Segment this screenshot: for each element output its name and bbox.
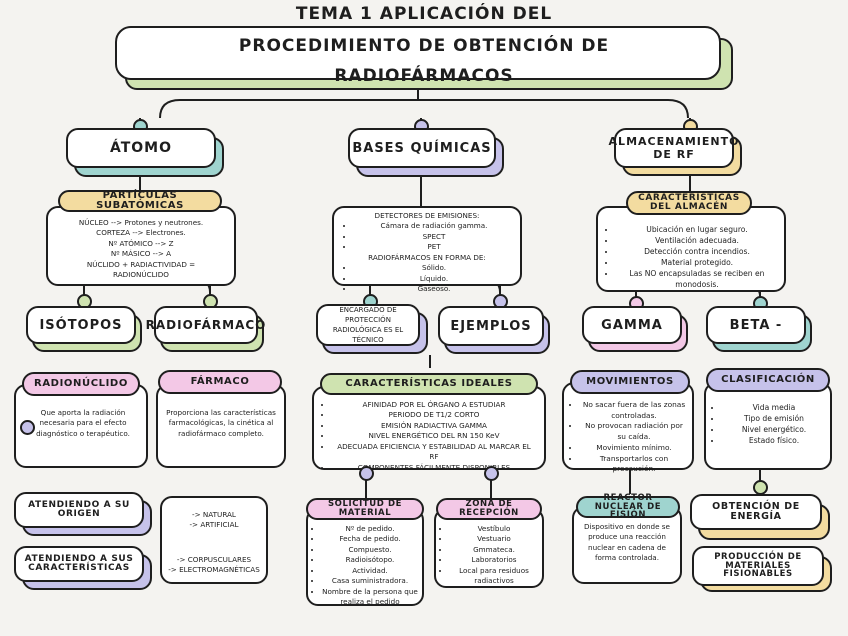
solicitud-item: Radioisótopo.	[322, 555, 418, 565]
ideal-item: AFINIDAD POR EL ÓRGANO A ESTUDIAR	[332, 400, 536, 410]
reactor-text: Dispositivo en donde se produce una reac…	[584, 522, 670, 563]
title-line2: PROCEDIMIENTO DE OBTENCIÓN DE	[238, 36, 610, 56]
energia-label: OBTENCIÓN DE ENERGÍA	[690, 494, 822, 530]
origen-item: -> ARTIFICIAL	[189, 520, 239, 530]
connector-dot	[359, 466, 374, 481]
solicitud-item: Fecha de pedido.	[322, 534, 418, 544]
reactor-box: Dispositivo en donde se produce una reac…	[572, 506, 682, 584]
farmaco-text: Proporciona las características farmacol…	[166, 408, 276, 438]
solicitud-item: Nº de pedido.	[322, 524, 418, 534]
movimiento-item: No provocan radiación por su caída.	[580, 421, 688, 442]
ideal-item: PERIODO DE T1/2 CORTO	[332, 410, 536, 420]
particulas-line: NÚCLEO --> Protones y neutrones.	[78, 218, 204, 227]
solicitud-item: Compuesto.	[322, 545, 418, 555]
radiofarmaco-header: RADIOFÁRMACO	[146, 306, 265, 344]
ideales-box: AFINIDAD POR EL ÓRGANO A ESTUDIAR PERIOD…	[312, 386, 546, 473]
farmaco-label: FÁRMACO	[158, 370, 282, 394]
caract-item: -> CORPUSCULARES	[176, 554, 252, 564]
beta-header: BETA -	[706, 306, 806, 344]
detector-item: PET	[354, 242, 514, 252]
almacen-item: Las NO encapsuladas se reciben en monodo…	[616, 268, 778, 290]
clasificacion-box: Vida media Tipo de emisión Nivel energét…	[704, 382, 832, 470]
almacen-item: Detección contra incendios.	[616, 246, 778, 257]
solicitud-item: Casa suministradora.	[322, 576, 418, 586]
almacen-header: ALMACENAMIENTO DE RF	[609, 128, 738, 168]
title-line3: RADIOFÁRMACOS	[334, 66, 514, 86]
radionuclido-text: Que aporta la radiación necesaria para e…	[36, 408, 130, 438]
particulas-line: Nº MÁSICO --> A	[110, 249, 172, 259]
particulas-line: Nº ATÓMICO --> Z	[108, 238, 174, 248]
radionuclido-label: RADIONÚCLIDO	[22, 372, 140, 396]
caract-label: ATENDIENDO A SUS CARACTERÍSTICAS	[14, 546, 144, 582]
recepcion-label: ZONA DE RECEPCIÓN	[436, 498, 542, 520]
detectores-title: DETECTORES DE EMISIONES:	[374, 211, 480, 220]
movimiento-item: Movimiento mínimo.	[580, 443, 688, 454]
solicitud-item: Nombre de la persona que realiza el pedi…	[322, 587, 418, 608]
clasificacion-item: Tipo de emisión	[722, 413, 826, 424]
clasificacion-item: Nivel energético.	[722, 424, 826, 435]
recepcion-box: Vestíbulo Vestuario Gmmateca. Laboratori…	[434, 508, 544, 588]
isotopos-header: ISÓTOPOS	[26, 306, 136, 344]
ideal-item: EMISIÓN RADIACTIVA GAMMA	[332, 421, 536, 431]
solicitud-box: Nº de pedido. Fecha de pedido. Compuesto…	[306, 508, 424, 606]
almacen-item: Material protegido.	[616, 257, 778, 268]
almacen-car-label: CARACTERÍSTICAS DEL ALMACÉN	[626, 191, 752, 215]
farmaco-box: Proporciona las características farmacol…	[156, 384, 286, 468]
ideal-item: ADECUADA EFICIENCIA Y ESTABILIDAD AL MAR…	[332, 442, 536, 463]
origen-label: ATENDIENDO A SU ORIGEN	[14, 492, 144, 528]
recepcion-item: Vestíbulo	[450, 524, 538, 534]
almacen-item: Ventilación adecuada.	[616, 235, 778, 246]
connector-dot	[484, 466, 499, 481]
recepcion-item: Local para residuos radiactivos	[450, 566, 538, 587]
ideal-item: NIVEL ENERGÉTICO DEL RN 150 KeV	[332, 431, 536, 441]
particulas-line: NÚCLIDO + RADIACTIVIDAD =	[86, 259, 196, 269]
clasificacion-item: Estado físico.	[722, 435, 826, 446]
atomo-header: ÁTOMO	[66, 128, 216, 168]
almacen-item: Ubicación en lugar seguro.	[616, 224, 778, 235]
recepcion-item: Laboratorios	[450, 555, 538, 565]
forma-item: Sólido.	[354, 263, 514, 273]
tipos-box: -> NATURAL -> ARTIFICIAL -> CORPUSCULARE…	[160, 496, 268, 584]
title-line1: TEMA 1 APLICACIÓN DEL	[295, 4, 553, 24]
solicitud-label: SOLICITUD DE MATERIAL	[306, 498, 424, 520]
recepcion-item: Gmmateca.	[450, 545, 538, 555]
ideal-item: COMPONENTES FÁCILMENTE DISPONIBLES	[332, 463, 536, 473]
particulas-box: NÚCLEO --> Protones y neutrones. CORTEZA…	[46, 206, 236, 286]
radionuclido-box: Que aporta la radiación necesaria para e…	[14, 384, 148, 468]
gamma-header: GAMMA	[582, 306, 682, 344]
fisionables-label: PRODUCCIÓN DE MATERIALES FISIONABLES	[692, 546, 824, 586]
recepcion-item: Vestuario	[450, 534, 538, 544]
forma-title: RADIOFÁRMACOS EN FORMA DE:	[368, 252, 486, 262]
encargado-box: ENCARGADO DE PROTECCIÓN RADIOLÓGICA ES E…	[316, 304, 420, 346]
movimiento-item: No sacar fuera de las zonas controladas.	[580, 400, 688, 421]
origen-item: -> NATURAL	[192, 510, 236, 519]
movimientos-box: No sacar fuera de las zonas controladas.…	[562, 382, 694, 473]
ideales-label: CARACTERÍSTICAS IDEALES	[320, 373, 538, 395]
forma-item: Gaseoso.	[354, 284, 514, 294]
bases-header: BASES QUÍMICAS	[348, 128, 496, 168]
title-box	[115, 26, 721, 80]
almacen-car-box: Ubicación en lugar seguro. Ventilación a…	[596, 206, 786, 292]
particulas-label: PARTÍCULAS SUBATÓMICAS	[58, 190, 222, 212]
clasificacion-item: Vida media	[722, 402, 826, 413]
movimiento-item: Transportarlos con precaución.	[580, 454, 688, 475]
detector-item: Cámara de radiación gamma.	[354, 221, 514, 231]
detectores-box: DETECTORES DE EMISIONES: Cámara de radia…	[332, 206, 522, 293]
solicitud-item: Actividad.	[322, 566, 418, 576]
reactor-label: REACTOR NUCLEAR DE FISIÓN	[576, 493, 680, 520]
connector-dot	[20, 420, 35, 435]
particulas-line: CORTEZA --> Electrones.	[96, 228, 186, 238]
connector-dot	[753, 480, 768, 495]
ejemplos-header: EJEMPLOS	[438, 306, 544, 346]
clasificacion-label: CLASIFICACIÓN	[706, 368, 830, 392]
encargado-text: ENCARGADO DE PROTECCIÓN RADIOLÓGICA ES E…	[332, 305, 404, 345]
detector-item: SPECT	[354, 232, 514, 242]
particulas-line: RADIONÚCLIDO	[113, 270, 169, 280]
movimientos-label: MOVIMIENTOS	[570, 370, 690, 394]
forma-item: Líquido.	[354, 274, 514, 284]
caract-item: -> ELECTROMAGNÉTICAS	[168, 565, 260, 575]
